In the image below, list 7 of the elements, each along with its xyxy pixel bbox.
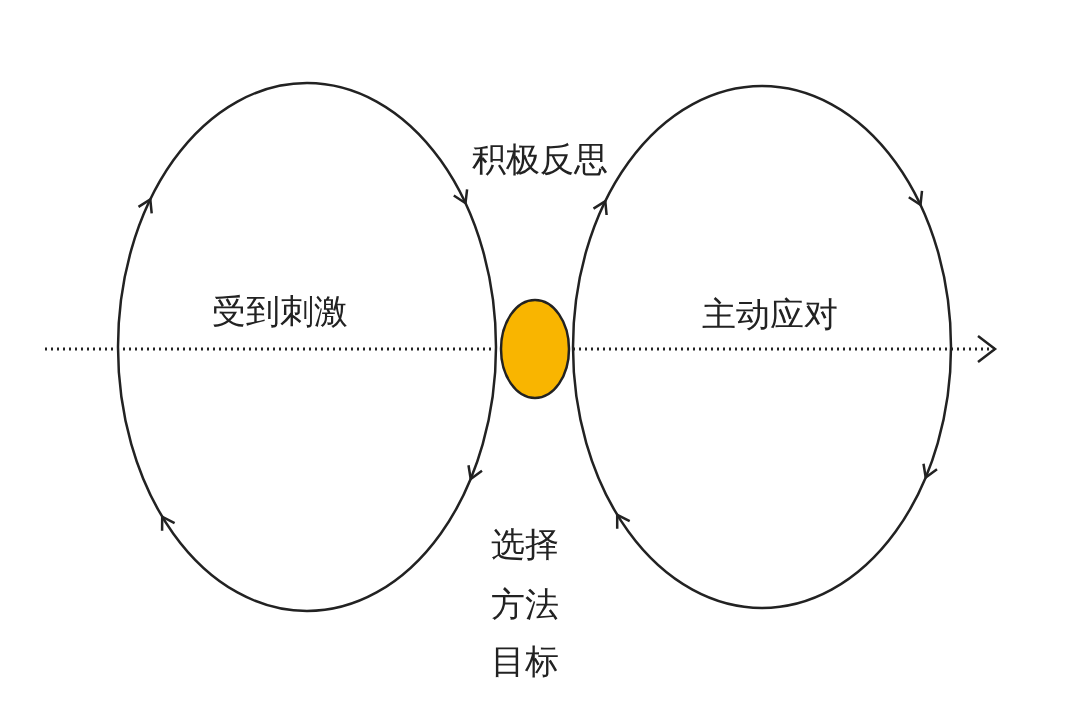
step-word: 方法: [491, 583, 559, 626]
step-word: 选择: [491, 523, 559, 566]
step-label: 积极反思: [472, 138, 608, 181]
stage-label: 受到刺激: [212, 290, 348, 333]
center-circle: [499, 298, 571, 400]
stage-label: 主动应对: [702, 293, 838, 336]
step-word: 目标: [491, 640, 559, 683]
